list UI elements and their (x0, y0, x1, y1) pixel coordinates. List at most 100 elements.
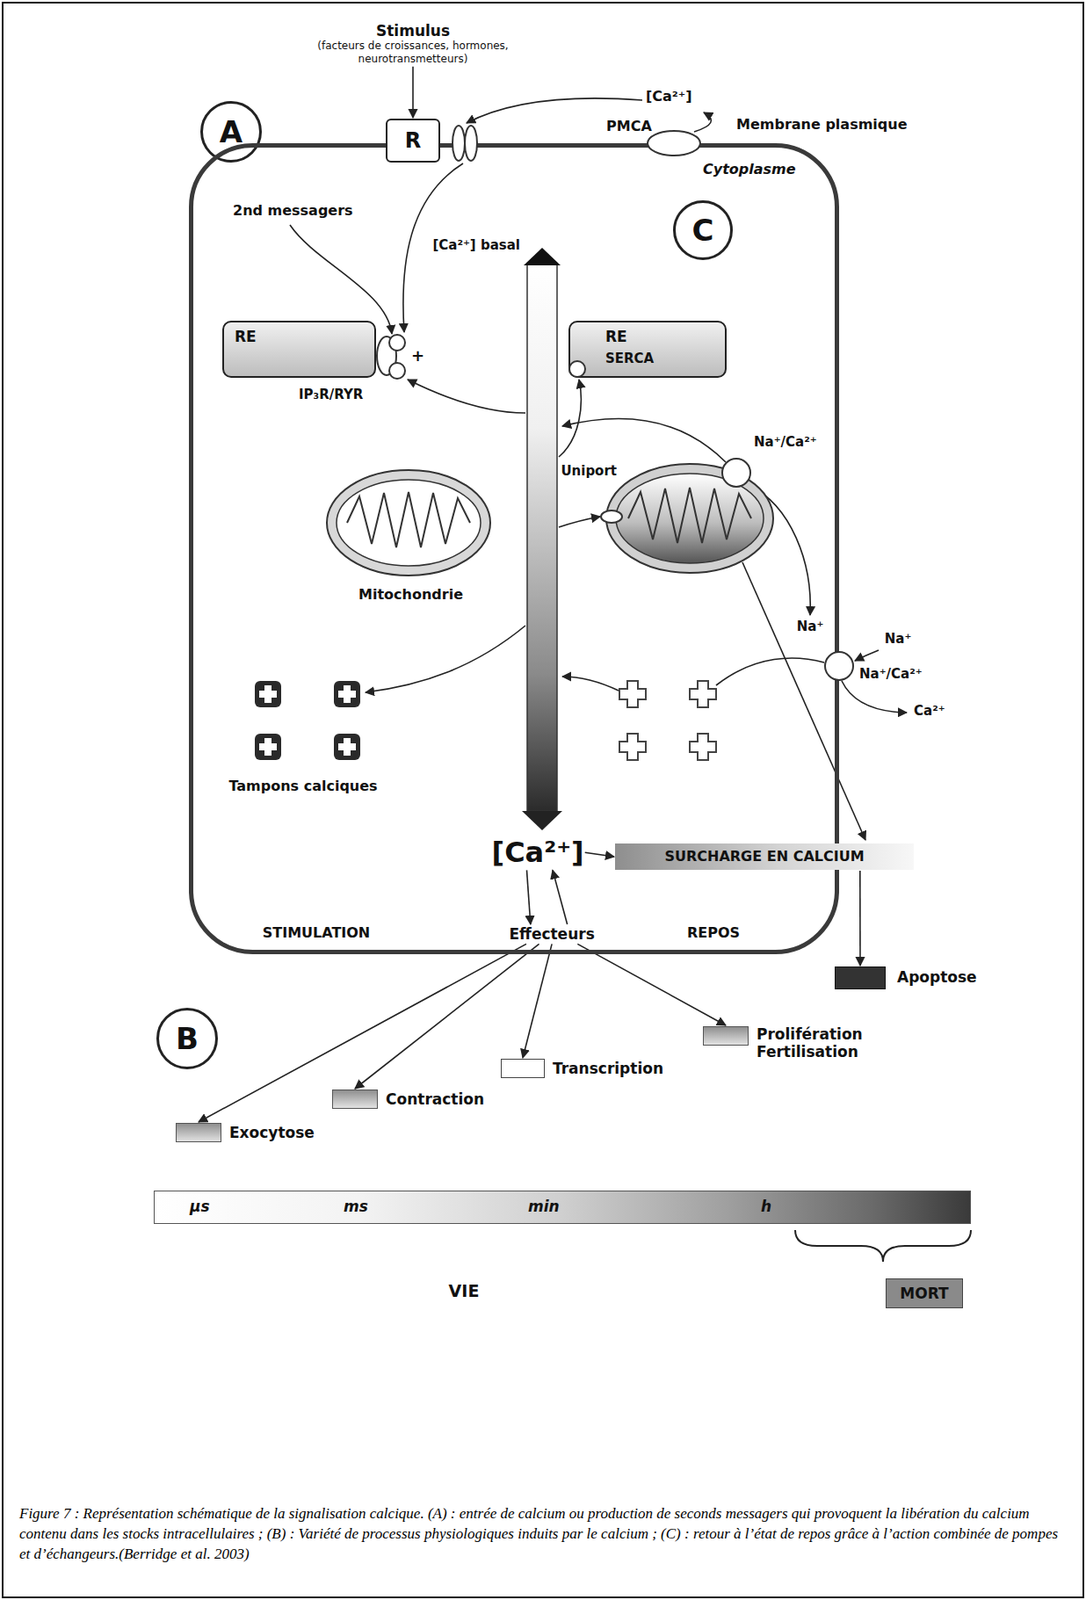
connector-arrow (859, 870, 862, 966)
text-slot: h (760, 1197, 772, 1216)
mitochondrion-inner (615, 473, 764, 564)
buffer-cross (689, 680, 717, 708)
pmca-pump (647, 130, 701, 156)
effectors-label: Effecteurs (509, 925, 595, 943)
ip3-receptor (389, 334, 406, 351)
connector-arrow (412, 66, 414, 118)
text-slot: Uniport (560, 463, 617, 479)
diagram-label: VIE (448, 1281, 480, 1302)
flux-arrow (841, 680, 907, 713)
node-text: Apoptose (897, 968, 978, 986)
mito-exchanger (722, 458, 751, 487)
diagram-label: Membrane plasmique (736, 115, 908, 133)
figure-caption: Figure 7 : Représentation schématique de… (19, 1504, 1067, 1565)
mitochondrion-inner (336, 479, 481, 566)
node-text: MORT (899, 1284, 949, 1303)
pumps-and-channels (376, 125, 854, 681)
mitochondrion: Mitochondrie (325, 468, 493, 578)
diagram-label: [Ca²⁺] (645, 87, 693, 105)
flux-arrow (289, 224, 392, 334)
node-text: A (219, 114, 243, 151)
buffer-cross (689, 733, 717, 761)
timescale-bar: μs ms min h (153, 1190, 971, 1224)
flux-arrow (407, 379, 526, 413)
text-slot: Exocytose (229, 1123, 315, 1142)
panel-letter-circle: B (156, 1007, 218, 1070)
flux-arrow (365, 625, 526, 693)
buffer-square (254, 733, 282, 761)
connector-arrow (585, 852, 615, 857)
node-text: Effecteurs (509, 925, 595, 943)
node-text: Stimulus (376, 21, 450, 40)
death-box: MORT (885, 1278, 963, 1309)
diagram-label: Ca²⁺ (913, 702, 946, 719)
diagram-label: [Ca²⁺] basal (432, 237, 521, 254)
text-slot: Na⁺/Ca²⁺ (753, 434, 818, 450)
connector-arrow (552, 869, 568, 925)
node-text: [Ca²⁺] (492, 835, 585, 869)
calcium-channel (452, 125, 465, 161)
node-text: C (692, 212, 715, 249)
text-slot: 2nd messagers (232, 202, 354, 219)
diagram-label: Tampons calciques (228, 777, 377, 795)
flux-arrow (558, 379, 581, 457)
node-text: (facteurs de croissances, hormones, neur… (309, 39, 517, 66)
connector-arrow (577, 943, 726, 1026)
node-text: RE (605, 327, 628, 346)
mitochondrion-outer (326, 470, 491, 576)
text-slot: Cytoplasme (702, 160, 797, 178)
process-swatch: Prolifération Fertilisation (702, 1026, 749, 1046)
flux-arrow (558, 516, 601, 528)
node-text: Mitochondrie (358, 586, 464, 603)
node-text: ms (343, 1197, 369, 1216)
cell-membrane (188, 143, 840, 955)
up-arrowhead (523, 247, 561, 266)
text-slot: Mitochondrie (358, 586, 464, 603)
diagram-label: Na⁺ (884, 630, 913, 647)
reticulum-box: REIP₃R/RYR (222, 320, 377, 378)
text-slot: STIMULATION (262, 924, 371, 942)
text-slot: Ca²⁺ (913, 702, 946, 719)
text-slot: Effecteurs (509, 925, 595, 943)
mitochondrion-drawing (325, 468, 493, 578)
gradient-bar (527, 263, 558, 811)
serca-pump (569, 361, 586, 377)
text-slot: Apoptose (897, 968, 978, 986)
diagram-label: Uniport (560, 463, 617, 479)
calcium-buffers-free (619, 680, 717, 761)
text-slot: μs (189, 1197, 210, 1216)
connector-arrow (198, 943, 527, 1123)
cristae (628, 487, 752, 543)
node-text: Contraction (385, 1090, 485, 1108)
diagram-label: STIMULATION (262, 924, 371, 942)
text-slot: + (411, 346, 425, 366)
diagram-label: 2nd messagers (232, 202, 354, 219)
text-slot: C (692, 212, 715, 249)
text-slot: SERCA (605, 350, 654, 367)
flux-arrow (562, 419, 726, 463)
buffer-cross (259, 685, 277, 703)
cristae (347, 492, 471, 548)
overload-band: SURCHARGE EN CALCIUM (615, 843, 914, 870)
text-slot: B (175, 1020, 199, 1058)
buffer-square (254, 680, 282, 708)
text-slot: Figure 7 : Représentation schématique de… (19, 1504, 1067, 1565)
diagram-label: Na⁺/Ca²⁺ (859, 666, 923, 682)
connector-arrow (522, 943, 552, 1058)
text-slot: A (219, 114, 243, 151)
calcium-buffers-loaded (254, 680, 361, 761)
text-slot: (facteurs de croissances, hormones, neur… (309, 39, 517, 66)
text-slot: Prolifération Fertilisation (756, 1025, 880, 1062)
plasma-membrane (191, 145, 838, 953)
text-slot: min (528, 1197, 560, 1216)
text-slot: RE (605, 327, 628, 346)
calcium-fluxes (289, 98, 907, 840)
text-slot: SURCHARGE EN CALCIUM (664, 847, 864, 865)
buffer-cross (338, 685, 356, 703)
text-slot: Na⁺ (884, 630, 913, 647)
diagram-label: REPOS (687, 924, 740, 942)
